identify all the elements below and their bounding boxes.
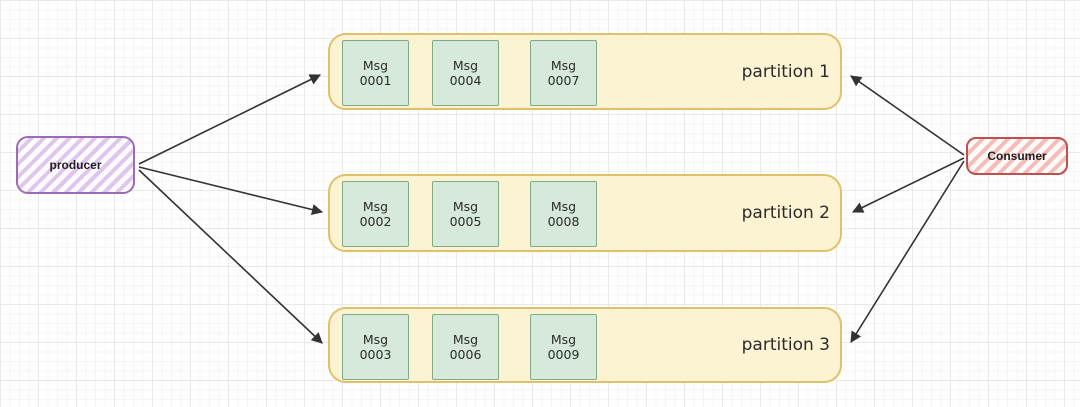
message-number: 0001 [359,73,392,88]
message-title: Msg [362,199,389,214]
consumer-to-partition-3-arrow[interactable] [850,160,965,343]
producer-to-partition-2-arrow[interactable] [138,166,324,216]
message-number: 0002 [359,214,392,229]
message-number: 0006 [449,347,482,362]
message-box-0008[interactable]: Msg 0008 [530,181,597,247]
partition-2-label: partition 2 [741,203,830,223]
message-number: 0009 [547,347,580,362]
message-box-0009[interactable]: Msg 0009 [530,314,597,380]
partition-1-box[interactable]: Msg 0001 Msg 0004 Msg 0007 partition 1 [328,33,842,110]
message-number: 0007 [547,73,580,88]
message-title: Msg [452,332,479,347]
message-number: 0003 [359,347,392,362]
message-title: Msg [362,332,389,347]
message-number: 0008 [547,214,580,229]
producer-to-partition-3-arrow[interactable] [138,169,323,344]
producer-box[interactable]: producer [16,136,135,194]
message-title: Msg [362,58,389,73]
message-number: 0004 [449,73,482,88]
message-box-0003[interactable]: Msg 0003 [342,314,409,380]
message-box-0007[interactable]: Msg 0007 [530,40,597,106]
producer-label: producer [49,158,102,172]
message-title: Msg [550,332,577,347]
consumer-to-partition-1-arrow[interactable] [850,75,965,156]
message-title: Msg [452,58,479,73]
partition-2-box[interactable]: Msg 0002 Msg 0005 Msg 0008 partition 2 [328,174,842,252]
message-number: 0005 [449,214,482,229]
consumer-to-partition-2-arrow[interactable] [851,157,965,213]
partition-3-label: partition 3 [741,335,830,355]
message-box-0005[interactable]: Msg 0005 [432,181,499,247]
consumer-box[interactable]: Consumer [966,137,1068,175]
message-box-0002[interactable]: Msg 0002 [342,181,409,247]
message-box-0004[interactable]: Msg 0004 [432,40,499,106]
partition-3-box[interactable]: Msg 0003 Msg 0006 Msg 0009 partition 3 [328,307,842,383]
producer-to-partition-1-arrow[interactable] [138,74,322,165]
message-title: Msg [550,58,577,73]
message-title: Msg [550,199,577,214]
message-box-0006[interactable]: Msg 0006 [432,314,499,380]
message-title: Msg [452,199,479,214]
partition-1-label: partition 1 [741,61,830,82]
consumer-label: Consumer [987,149,1047,163]
message-box-0001[interactable]: Msg 0001 [342,40,409,106]
